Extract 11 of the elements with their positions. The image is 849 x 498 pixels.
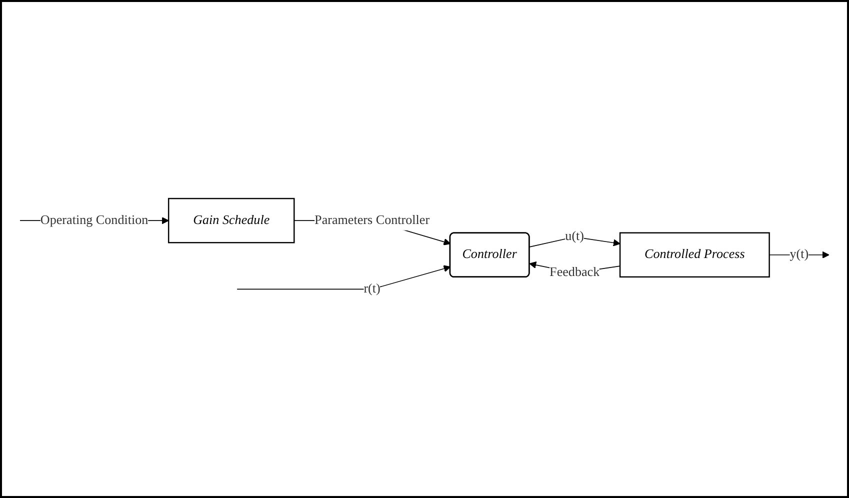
edge-label: Feedback [550,266,600,280]
node-box: Controlled Process [619,232,770,278]
arrow [768,252,830,259]
edge-label: u(t) [565,230,584,244]
edge-label: r(t) [364,282,380,296]
edge-label: Parameters Controller [314,213,430,228]
arrow [529,236,620,248]
arrow [236,265,451,290]
node-box: Gain Schedule [168,198,295,244]
edge-label: y(t) [790,248,809,262]
edge-label: Operating Condition [40,213,148,228]
